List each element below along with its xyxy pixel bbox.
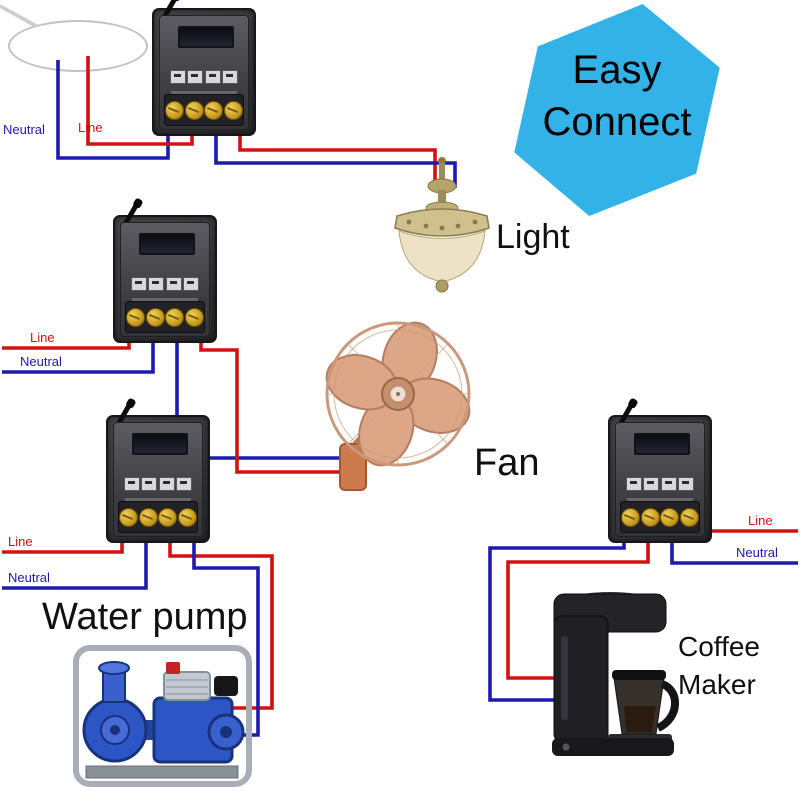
terminal-screw — [165, 307, 185, 327]
relay-switch-module-4 — [608, 402, 712, 543]
relay-display — [177, 26, 235, 48]
badge-line1: Easy — [572, 48, 662, 92]
carafe-lid — [612, 670, 666, 680]
terminal-screw — [184, 100, 204, 120]
relay-switch-module-3 — [106, 402, 210, 543]
terminal-screw — [660, 507, 680, 527]
label-coffee-maker: Coffee Maker — [678, 631, 760, 700]
coffee-base — [552, 738, 674, 756]
relay-dip-switches — [170, 70, 238, 84]
coffee-liquid — [624, 706, 656, 732]
label-line-module3: Line — [8, 534, 33, 549]
label-neutral-module3: Neutral — [8, 570, 50, 585]
label-line-module4: Line — [748, 513, 773, 528]
power-button — [562, 743, 570, 751]
carafe-handle — [655, 680, 679, 732]
label-neutral-module2: Neutral — [20, 354, 62, 369]
fuel-cap — [166, 662, 180, 674]
easy-connect-badge: Easy Connect — [510, 4, 724, 216]
label-fan: Fan — [474, 442, 540, 484]
relay-terminal-block — [118, 501, 198, 533]
terminal-screw — [165, 100, 185, 120]
ceiling-rose-ellipse — [8, 20, 148, 72]
terminal-screw — [138, 507, 158, 527]
relay-face — [159, 15, 249, 130]
terminal-screw — [679, 507, 699, 527]
label-neutral-module1: Neutral — [3, 122, 45, 137]
relay-dip-switches — [131, 277, 199, 291]
relay-dip-switches — [626, 477, 694, 491]
wall-fan — [325, 321, 471, 491]
label-line-module2: Line — [30, 330, 55, 345]
water-pump-machine — [73, 645, 252, 787]
relay-switch-module-1 — [152, 0, 256, 136]
relay-display — [138, 233, 196, 255]
relay-display — [633, 433, 691, 455]
light-crown — [394, 208, 490, 237]
ceiling-edge-line — [0, 4, 37, 28]
relay-face — [120, 222, 210, 337]
ceiling-light-fixture — [394, 157, 490, 293]
label-line-module1: Line — [78, 120, 103, 135]
badge-line2: Connect — [542, 100, 692, 144]
badge-text: Easy Connect — [510, 44, 724, 148]
relay-switch-module-2 — [113, 202, 217, 343]
relay-face — [615, 422, 705, 537]
terminal-screw — [158, 507, 178, 527]
terminal-screw — [126, 307, 146, 327]
terminal-screw — [640, 507, 660, 527]
relay-terminal-block — [164, 94, 244, 126]
relay-terminal-block — [620, 501, 700, 533]
relay-dip-switches — [124, 477, 192, 491]
relay-terminal-block — [125, 301, 205, 333]
coffee-maker-machine — [552, 592, 679, 756]
relay-face — [113, 422, 203, 537]
terminal-screw — [119, 507, 139, 527]
terminal-screw — [184, 307, 204, 327]
label-water-pump: Water pump — [42, 596, 248, 638]
pump-base — [85, 765, 239, 779]
wire-line-supply-module2 — [2, 325, 131, 350]
terminal-screw — [621, 507, 641, 527]
label-neutral-module4: Neutral — [736, 545, 778, 560]
engine-cylinder — [163, 671, 211, 701]
engine-air-filter — [214, 676, 238, 696]
terminal-screw — [177, 507, 197, 527]
terminal-screw — [145, 307, 165, 327]
terminal-screw — [204, 100, 224, 120]
terminal-screw — [223, 100, 243, 120]
label-light: Light — [496, 218, 570, 256]
light-glass-bowl — [398, 230, 486, 283]
relay-display — [131, 433, 189, 455]
